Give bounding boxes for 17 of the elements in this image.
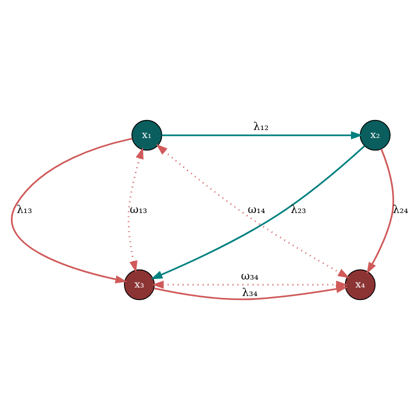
edge-label: ω₁₃ — [130, 202, 148, 216]
arrow — [162, 131, 363, 140]
edge-label: λ₂₄ — [392, 202, 408, 216]
arrow — [366, 148, 394, 274]
arrow — [11, 138, 132, 284]
arrow — [152, 280, 348, 289]
arrow — [128, 147, 144, 273]
edge-label: ω₃₄ — [241, 269, 259, 282]
edge-label: ω₁₄ — [248, 202, 266, 216]
edge-label: λ₃₄ — [242, 286, 258, 299]
node-circle: x₃ — [124, 269, 155, 300]
node-circle: x₄ — [344, 269, 376, 300]
node-circle: x₁ — [131, 120, 162, 151]
edge-label: λ₁₃ — [16, 202, 32, 216]
edge-label: λ₂₃ — [290, 202, 306, 216]
edge-label: λ₁₂ — [253, 120, 269, 133]
node-circle: x₂ — [360, 120, 391, 151]
